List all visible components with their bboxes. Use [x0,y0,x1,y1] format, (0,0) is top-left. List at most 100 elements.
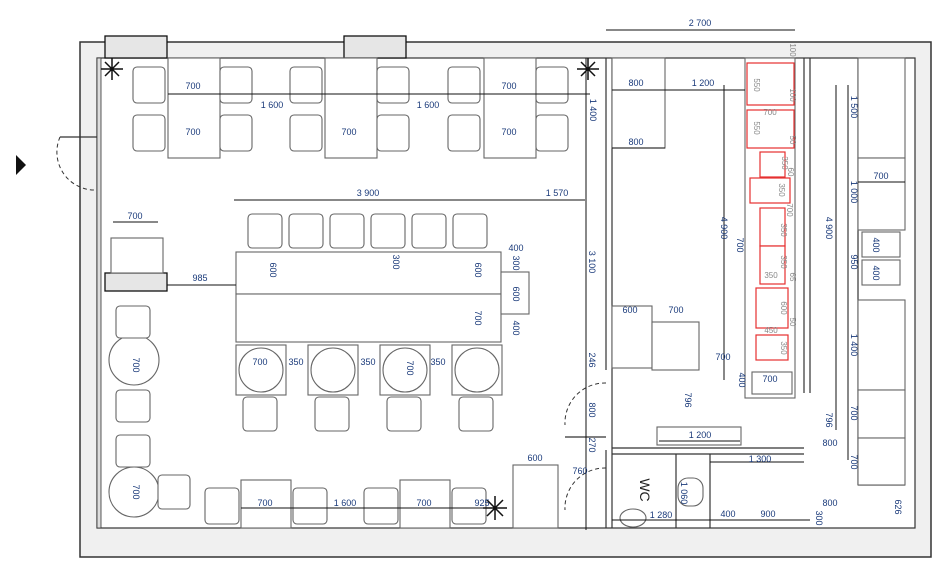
dim-label: 1 280 [650,510,673,520]
dim-label: 1 570 [546,188,569,198]
dim-label: 400 [508,243,523,253]
dim-label: 796 [824,412,834,427]
dim-label: 60 [786,168,795,177]
dim-label: 796 [683,392,693,407]
dim-label: 700 [252,357,267,367]
dim-label: 350 [780,156,789,170]
dim-label: 700 [849,405,859,420]
dim-label: 350 [777,183,786,197]
kitchen-appliances [746,62,795,361]
dim-label: 350 [779,341,788,355]
dim-label: 1 200 [692,78,715,88]
dim-label: 700 [763,108,777,117]
entrance-arrow-icon [16,155,26,175]
dim-label: 900 [760,509,775,519]
dim-label: 985 [192,273,207,283]
dim-label: 400 [871,265,881,280]
dim-label: 700 [762,374,777,384]
dim-label: 1 000 [849,181,859,204]
kitchen-counters [611,57,906,486]
dim-label: 350 [764,271,778,280]
dim-label: 700 [185,81,200,91]
partitions [605,58,905,528]
dim-label: 65 [788,273,797,282]
dim-label: 50 [788,136,797,145]
dim-label: 700 [405,360,415,375]
dim-label: 800 [587,402,597,417]
dim-label: 400 [737,372,747,387]
dim-label: 350 [430,357,445,367]
dim-label: 350 [360,357,375,367]
dim-label: 4 900 [719,217,729,240]
sink-icon [619,508,647,528]
dim-label: 800 [822,498,837,508]
dim-label: 700 [715,352,730,362]
dim-label: 1 600 [334,498,357,508]
dim-label: 600 [622,305,637,315]
dim-label: 350 [779,255,788,269]
dim-label: 100 [788,88,797,102]
dim-label: 1 400 [849,334,859,357]
dim-label: 1 500 [849,96,859,119]
dim-label: 700 [416,498,431,508]
wc-door[interactable] [564,467,607,511]
dim-label: 1 600 [261,100,284,110]
dim-label: 700 [501,81,516,91]
dim-label: 600 [268,262,278,277]
dim-label: 1 400 [588,99,598,122]
dining-tables [108,57,537,529]
dim-label: 800 [628,78,643,88]
cabinet [512,464,559,529]
dim-label: 400 [871,237,881,252]
dim-label: 100 [788,43,797,57]
dim-label: 350 [779,223,788,237]
dim-label: 3 900 [357,188,380,198]
dim-label: 4 900 [824,217,834,240]
dim-label: 925 [474,498,489,508]
dim-label: 700 [668,305,683,315]
dim-label: 270 [587,437,597,452]
dim-label: 350 [288,357,303,367]
dim-label: 50 [788,318,797,327]
dim-label: 700 [131,484,141,499]
dim-label: 800 [822,438,837,448]
dim-label: 950 [849,254,859,269]
dim-label: 700 [735,237,745,252]
dimension-lines [113,29,905,530]
wc-room: WC [619,477,704,528]
dim-label: 1 200 [689,430,712,440]
dim-label: 700 [131,357,141,372]
dim-label: 700 [473,310,483,325]
dimension-labels: 2 700 700 700 700 700 700 1 600 1 600 1 … [127,18,903,526]
toilet-icon [677,477,704,507]
dim-label: 700 [127,211,142,221]
dim-label: 700 [501,127,516,137]
dim-label: 1 600 [417,100,440,110]
dim-label: 2 700 [689,18,712,28]
dim-label: 550 [752,78,761,92]
dim-label: 760 [572,466,587,476]
dim-label: 700 [849,454,859,469]
dim-label: 600 [527,453,542,463]
dim-label: 550 [752,121,761,135]
dim-label: 700 [185,127,200,137]
dim-label: 600 [473,262,483,277]
dim-label: 450 [764,326,778,335]
chairs [115,66,569,525]
dim-label: 600 [779,301,788,315]
dim-label: 1 300 [749,454,772,464]
dim-label: 3 100 [587,251,597,274]
dim-label: 400 [511,320,521,335]
wc-label: WC [637,478,653,501]
dim-label: 300 [391,254,401,269]
dim-label: 300 [511,255,521,270]
dim-label: 1 060 [679,482,689,505]
dim-label: 700 [341,127,356,137]
dim-label: 300 [814,510,824,525]
dim-label: 626 [893,499,903,514]
entrance-door[interactable] [56,136,98,191]
dim-label: 246 [587,352,597,367]
dim-label: 600 [511,286,521,301]
dim-label: 700 [873,171,888,181]
